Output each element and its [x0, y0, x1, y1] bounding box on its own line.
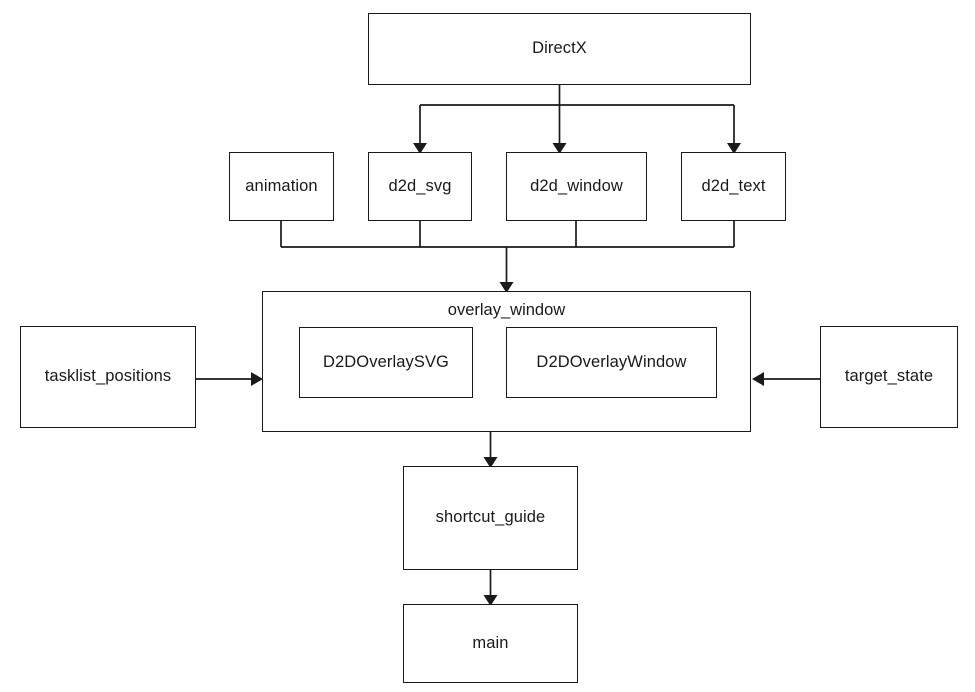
node-d2doverlaywindow-label: D2DOverlayWindow	[536, 352, 687, 371]
node-target-state[interactable]: target_state	[820, 326, 958, 428]
node-d2d-svg-label: d2d_svg	[388, 176, 452, 195]
node-tasklist-positions[interactable]: tasklist_positions	[20, 326, 196, 428]
node-directx-label: DirectX	[532, 39, 587, 58]
node-directx[interactable]: DirectX	[368, 13, 751, 85]
node-animation[interactable]: animation	[229, 152, 334, 221]
node-shortcut-guide[interactable]: shortcut_guide	[403, 466, 578, 570]
node-d2d-text-label: d2d_text	[701, 176, 766, 195]
node-d2d-window-label: d2d_window	[530, 176, 623, 195]
node-main-label: main	[472, 633, 509, 652]
cluster-overlay-window-label: overlay_window	[447, 301, 566, 319]
node-target-state-label: target_state	[844, 367, 934, 386]
node-shortcut-guide-label: shortcut_guide	[435, 508, 546, 527]
node-d2doverlaywindow[interactable]: D2DOverlayWindow	[506, 327, 717, 398]
node-d2d-window[interactable]: d2d_window	[506, 152, 647, 221]
node-d2d-text[interactable]: d2d_text	[681, 152, 786, 221]
node-main[interactable]: main	[403, 604, 578, 683]
node-tasklist-positions-label: tasklist_positions	[44, 367, 172, 386]
arrowhead-overlay-right	[752, 372, 764, 386]
node-d2doverlaysvg-label: D2DOverlaySVG	[322, 352, 449, 371]
node-animation-label: animation	[245, 176, 318, 195]
node-d2d-svg[interactable]: d2d_svg	[368, 152, 472, 221]
node-d2doverlaysvg[interactable]: D2DOverlaySVG	[299, 327, 473, 398]
